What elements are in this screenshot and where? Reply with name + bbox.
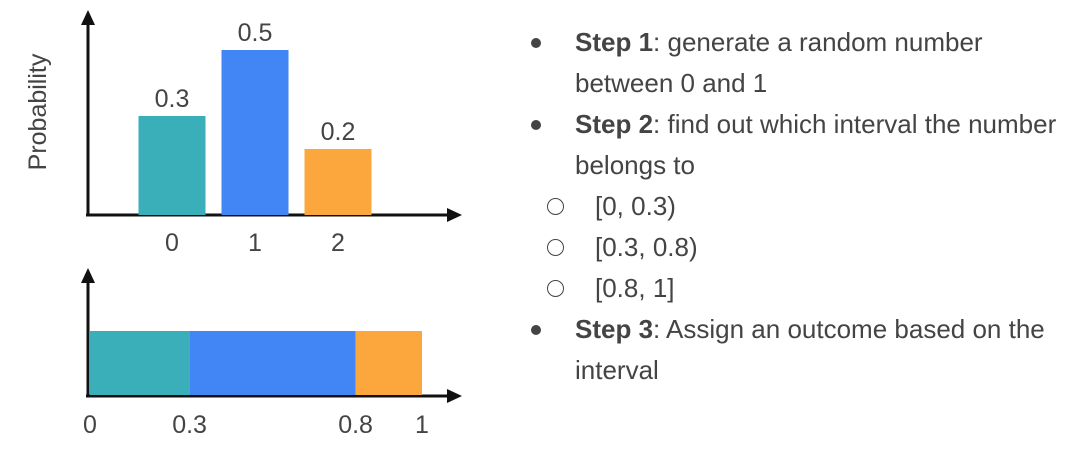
x-axis-arrow (447, 208, 462, 222)
step-label: Step 3 (575, 314, 654, 344)
x-axis-arrow (447, 389, 462, 403)
interval-bar-chart: 0 0.3 0.8 1 (81, 268, 462, 439)
x-tick-label: 0.8 (338, 411, 373, 439)
bars: 0.3 0 0.5 1 0.2 2 (138, 19, 372, 257)
step-label: Step 1 (575, 27, 654, 57)
bar-1 (221, 50, 289, 215)
interval-item: [0.3, 0.8) (525, 227, 1070, 268)
y-axis-arrow (81, 10, 95, 25)
probability-bar-chart: Probability 0.3 0 0.5 1 0.2 2 (24, 10, 462, 257)
step-label: Step 2 (575, 109, 654, 139)
circle-bullet-icon (547, 280, 564, 297)
bar-2 (304, 149, 372, 215)
interval-item: [0, 0.3) (525, 186, 1070, 227)
x-tick-label: 0 (83, 411, 97, 439)
y-axis-arrow (81, 268, 95, 283)
interval-text: [0, 0.3) (595, 191, 676, 221)
step-text: : Assign an outcome based on the interva… (575, 314, 1045, 385)
interval-segment-2 (355, 331, 422, 395)
x-tick-label: 1 (248, 229, 262, 257)
interval-list: [0, 0.3) [0.3, 0.8) [0.8, 1] (525, 186, 1070, 309)
step-1: Step 1: generate a random number between… (525, 22, 1070, 104)
x-tick-label: 1 (415, 411, 429, 439)
interval-segments: 0 0.3 0.8 1 (83, 331, 429, 439)
bar-0 (138, 116, 206, 215)
x-tick-label: 0 (165, 229, 179, 257)
x-tick-label: 0.3 (172, 411, 207, 439)
y-axis-label: Probability (24, 53, 52, 170)
circle-bullet-icon (547, 198, 564, 215)
circle-bullet-icon (547, 239, 564, 256)
interval-item: [0.8, 1] (525, 268, 1070, 309)
charts: Probability 0.3 0 0.5 1 0.2 2 0 0.3 0.8 1 (24, 10, 462, 439)
x-tick-label: 2 (331, 229, 345, 257)
step-text: : find out which interval the number bel… (575, 109, 1057, 180)
steps-list: Step 1: generate a random number between… (525, 22, 1070, 391)
data-label: 0.5 (238, 19, 273, 47)
interval-text: [0.3, 0.8) (595, 232, 698, 262)
data-label: 0.2 (321, 118, 356, 146)
interval-segment-1 (189, 331, 356, 395)
step-3: Step 3: Assign an outcome based on the i… (525, 309, 1070, 391)
step-text: : generate a random number between 0 and… (575, 27, 983, 98)
step-2: Step 2: find out which interval the numb… (525, 104, 1070, 186)
interval-segment-0 (90, 331, 190, 395)
interval-text: [0.8, 1] (595, 273, 675, 303)
data-label: 0.3 (155, 85, 190, 113)
